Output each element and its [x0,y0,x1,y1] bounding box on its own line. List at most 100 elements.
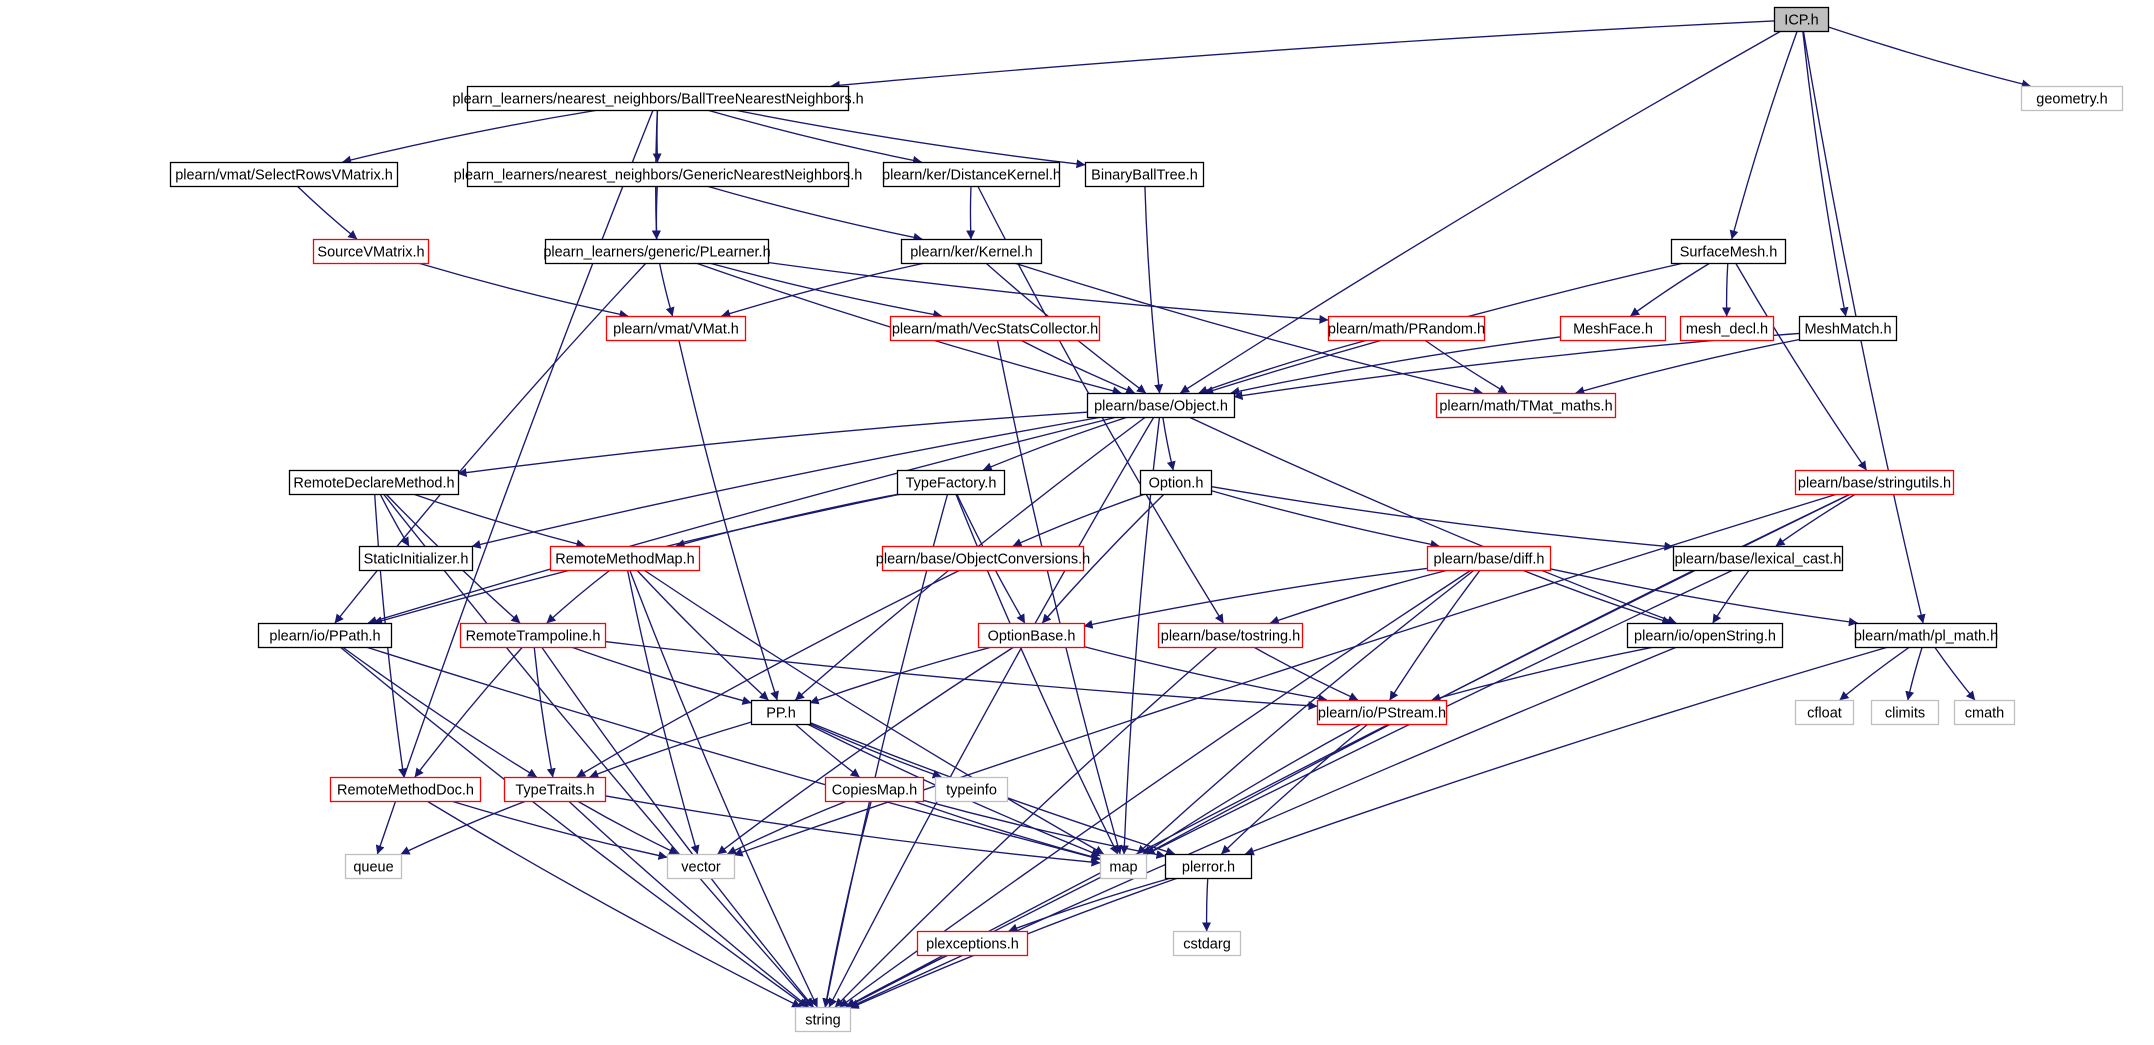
node-btnn[interactable]: plearn_learners/nearest_neighbors/BallTr… [452,85,864,112]
node-box-kernel [900,238,1043,265]
edge-rmdoc-to-string [426,800,802,1008]
node-box-balltree [1084,161,1205,188]
edge-meshface-to-object [1230,336,1561,396]
edge-plexceptions-to-string [845,954,949,1008]
edge-copiesmap-to-plerror [922,799,1166,859]
node-copiesmap[interactable]: CopiesMap.h [824,776,925,803]
edge-pstream-to-plerror [1221,723,1369,855]
node-rmm[interactable]: RemoteMethodMap.h [549,545,701,572]
node-rdm[interactable]: RemoteDeclareMethod.h [288,469,460,496]
edge-ppath-to-map [365,646,1101,862]
node-meshmatch[interactable]: MeshMatch.h [1798,315,1898,342]
edge-sourcevm-to-vmat [417,262,629,319]
edge-plmath-to-cmath [1934,646,1976,701]
edge-rmm-to-map [643,569,1104,855]
node-label-typefactory: TypeFactory.h [906,476,997,492]
node-label-copiesmap: CopiesMap.h [832,783,917,799]
node-pp[interactable]: PP.h [750,699,812,726]
node-cstdarg: cstdarg [1172,930,1242,957]
node-staticinit[interactable]: StaticInitializer.h [358,545,474,572]
node-box-geometry [2020,85,2124,112]
node-label-tostring: plearn/base/tostring.h [1161,629,1300,645]
node-label-stringutils: plearn/base/stringutils.h [1798,476,1951,492]
edge-plerror-to-cstdarg [1202,877,1212,932]
node-box-gnn [466,161,850,188]
node-pstream[interactable]: plearn/io/PStream.h [1316,699,1448,726]
edge-option-to-optionbase [1041,493,1165,624]
node-meshdecl[interactable]: mesh_decl.h [1679,315,1775,342]
node-prandom[interactable]: plearn/math/PRandom.h [1327,315,1486,342]
node-sourcevm[interactable]: SourceVMatrix.h [312,238,430,265]
node-plexceptions[interactable]: plexceptions.h [916,930,1029,957]
edge-selectrows-to-sourcevm [296,185,358,240]
node-label-kernel: plearn/ker/Kernel.h [910,245,1033,261]
node-openstring[interactable]: plearn/io/openString.h [1626,622,1784,649]
node-label-tmat: plearn/math/TMat_maths.h [1439,399,1612,415]
edge-optionbase-to-pp [809,646,993,705]
node-surfacemesh[interactable]: SurfaceMesh.h [1670,238,1787,265]
node-box-typeinfo [934,776,1009,803]
node-box-rdm [288,469,460,496]
node-typefactory[interactable]: TypeFactory.h [896,469,1006,496]
node-box-meshface [1559,315,1667,342]
node-distkernel[interactable]: plearn/ker/DistanceKernel.h [882,161,1061,188]
node-icp[interactable]: ICP.h [1773,6,1830,33]
node-typetraits[interactable]: TypeTraits.h [503,776,607,803]
node-box-climits [1870,699,1940,726]
node-rtramp[interactable]: RemoteTrampoline.h [459,622,607,649]
edge-vmat-to-pp [678,339,779,701]
edge-surfacemesh-to-meshdecl [1722,262,1732,317]
edge-meshmatch-to-tmat [1575,338,1800,396]
node-objconv[interactable]: plearn/base/ObjectConversions.h [876,545,1090,572]
edge-typetraits-to-queue [400,800,527,855]
node-box-openstring [1626,622,1784,649]
edge-rdm-to-staticinit [379,493,410,547]
node-kernel[interactable]: plearn/ker/Kernel.h [900,238,1043,265]
node-vmat[interactable]: plearn/vmat/VMat.h [605,315,747,342]
edge-typetraits-to-vector [576,800,679,855]
edge-rtramp-to-pp [570,646,752,705]
node-rmdoc[interactable]: RemoteMethodDoc.h [329,776,482,803]
edge-btnn-to-distkernel [706,109,922,165]
node-label-ppath: plearn/io/PPath.h [269,629,380,645]
edge-plearner-to-vmat [658,262,675,317]
edge-vecstats-to-object [1020,339,1136,394]
node-box-cfloat [1794,699,1855,726]
edge-object-to-rdm [457,411,1088,478]
edge-copiesmap-to-map [912,800,1101,862]
node-cfloat: cfloat [1794,699,1855,726]
node-vecstats[interactable]: plearn/math/VecStatsCollector.h [889,315,1101,342]
node-ppath[interactable]: plearn/io/PPath.h [257,622,393,649]
node-label-option: Option.h [1149,476,1204,492]
edge-optionbase-to-pstream [1083,645,1328,703]
node-diff[interactable]: plearn/base/diff.h [1426,545,1552,572]
node-label-vector: vector [681,860,721,876]
node-label-vecstats: plearn/math/VecStatsCollector.h [892,322,1098,338]
node-meshface[interactable]: MeshFace.h [1559,315,1667,342]
node-lexcast[interactable]: plearn/base/lexical_cast.h [1672,545,1844,572]
node-option[interactable]: Option.h [1139,469,1213,496]
node-object[interactable]: plearn/base/Object.h [1086,392,1236,419]
node-box-typetraits [503,776,607,803]
edge-option-to-diff [1210,489,1440,549]
node-box-rmdoc [329,776,482,803]
node-tostring[interactable]: plearn/base/tostring.h [1157,622,1304,649]
node-queue: queue [344,853,403,880]
node-box-copiesmap [824,776,925,803]
node-optionbase[interactable]: OptionBase.h [977,622,1086,649]
node-balltree[interactable]: BinaryBallTree.h [1084,161,1205,188]
edge-rdm-to-rmm [412,493,586,549]
node-plmath[interactable]: plearn/math/pl_math.h [1854,622,1998,649]
edge-kernel-to-tmat [1013,262,1483,396]
node-plearner[interactable]: plearn_learners/generic/PLearner.h [543,238,771,265]
node-gnn[interactable]: plearn_learners/nearest_neighbors/Generi… [454,161,863,188]
node-plerror[interactable]: plerror.h [1164,853,1253,880]
edge-icp-to-btnn [830,20,1775,90]
node-box-vector [666,853,736,880]
node-stringutils[interactable]: plearn/base/stringutils.h [1794,469,1955,496]
node-box-plerror [1164,853,1253,880]
node-selectrows[interactable]: plearn/vmat/SelectRowsVMatrix.h [169,161,399,188]
node-tmat[interactable]: plearn/math/TMat_maths.h [1435,392,1617,419]
node-box-icp [1773,6,1830,33]
